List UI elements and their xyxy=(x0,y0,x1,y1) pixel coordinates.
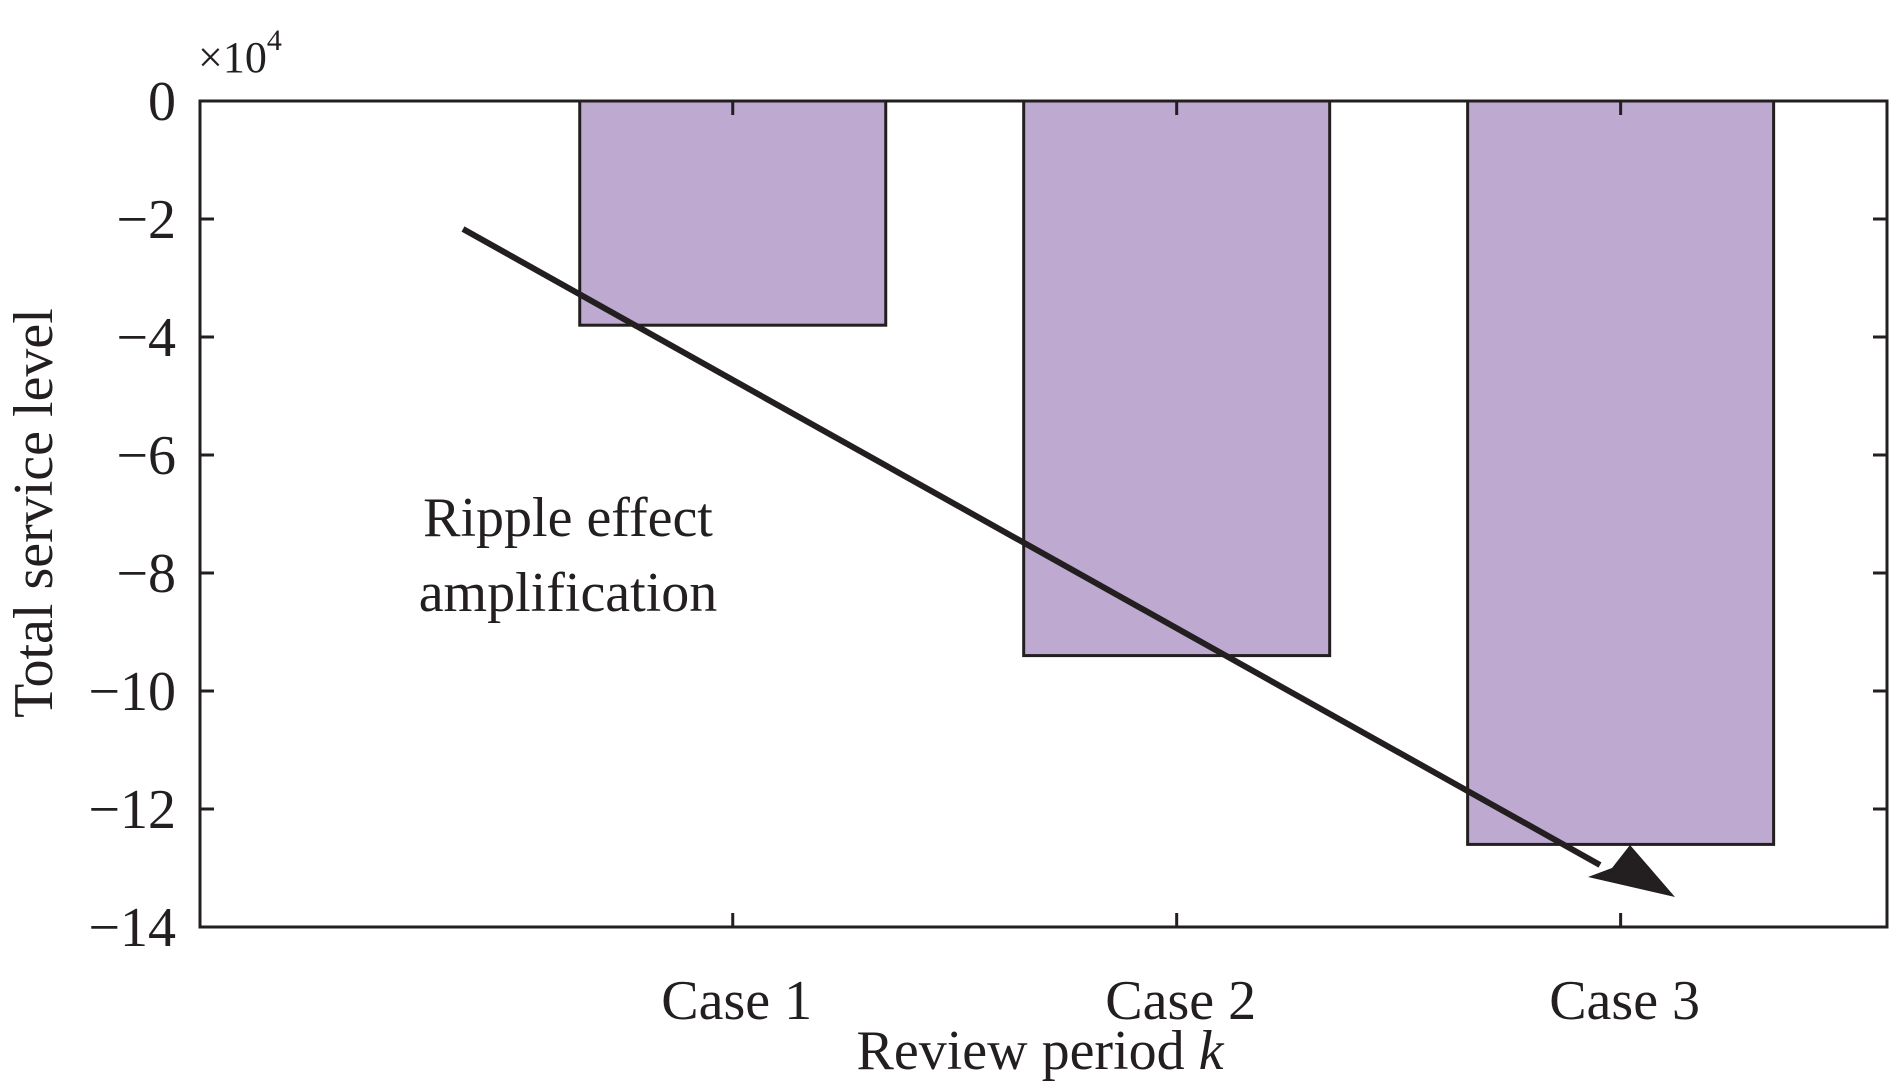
y-axis-label: Total service level xyxy=(3,308,65,718)
annotation-line-1: Ripple effect xyxy=(423,487,713,549)
y-tick-label-5: −10 xyxy=(88,661,176,723)
plot-area-frame xyxy=(198,99,1889,929)
x-tick-label-1: Case 1 xyxy=(661,970,812,1032)
y-axis: 0 −2 −4 −6 −8 −10 −12 −14 xyxy=(88,71,1887,959)
bar-1 xyxy=(578,99,888,327)
x-axis-label: Review period k xyxy=(857,1020,1225,1082)
y-exponent-label: ×104 xyxy=(198,24,282,82)
y-tick-label-4: −8 xyxy=(116,543,176,605)
x-tick-label-3: Case 3 xyxy=(1549,970,1700,1032)
y-tick-label-0: 0 xyxy=(148,71,176,133)
y-tick-label-3: −6 xyxy=(116,425,176,487)
y-tick-label-7: −14 xyxy=(88,897,176,959)
trend-arrow-line xyxy=(461,226,1602,868)
bar-3 xyxy=(1466,99,1776,846)
bars-group xyxy=(578,99,1776,846)
y-exponent-power: 4 xyxy=(267,24,282,57)
y-tick-label-1: −2 xyxy=(116,189,176,251)
x-axis: Case 1 Case 2 Case 3 xyxy=(661,101,1700,1032)
bar-2 xyxy=(1022,99,1332,658)
x-axis-label-variable: k xyxy=(1199,1020,1225,1082)
y-tick-label-6: −12 xyxy=(88,779,176,841)
x-tick-label-2: Case 2 xyxy=(1105,970,1256,1032)
annotation-line-2: amplification xyxy=(419,562,718,624)
trend-arrow-head xyxy=(1588,845,1675,897)
y-tick-label-2: −4 xyxy=(116,307,176,369)
